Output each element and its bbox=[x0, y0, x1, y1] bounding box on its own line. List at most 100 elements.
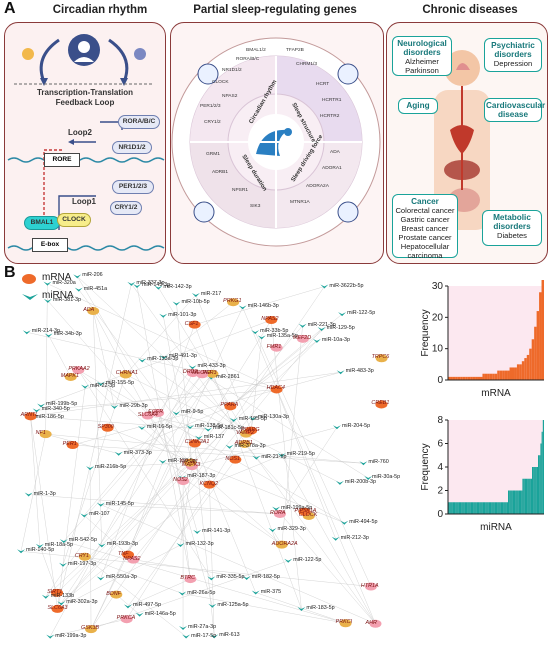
network-edge bbox=[78, 289, 195, 444]
frequency-bar bbox=[481, 502, 483, 514]
network-edge bbox=[271, 320, 302, 609]
mrna-label: HTR1A bbox=[360, 582, 379, 589]
frequency-bar bbox=[452, 376, 456, 380]
mirna-node bbox=[32, 408, 41, 413]
mirna-node bbox=[207, 576, 216, 581]
mirna-label: miR-483-3p bbox=[345, 368, 374, 375]
y-tick-label: 10 bbox=[432, 344, 444, 355]
frequency-bar bbox=[489, 373, 493, 380]
network-edge bbox=[126, 418, 254, 620]
diseases-title: Chronic diseases bbox=[422, 4, 518, 16]
mirna-label: miR-329-3p bbox=[277, 525, 306, 532]
network-edge bbox=[50, 372, 194, 637]
mirna-node bbox=[158, 459, 167, 464]
frequency-bar bbox=[504, 370, 508, 380]
legend-mrna: mRNA bbox=[42, 272, 72, 283]
mrna-label: MAPK1 bbox=[60, 372, 79, 379]
frequency-bar bbox=[536, 467, 538, 514]
frequency-bar bbox=[493, 502, 495, 514]
frequency-bar bbox=[479, 502, 481, 514]
mrna-label: NOS2 bbox=[173, 477, 188, 484]
y-tick-label: 2 bbox=[437, 486, 443, 497]
mrna-label: FMR1 bbox=[266, 343, 282, 350]
bed-icon bbox=[337, 201, 359, 223]
network-edge bbox=[125, 294, 196, 375]
mirna-label: miR-216b-5p bbox=[95, 464, 127, 471]
mirna-node bbox=[312, 338, 321, 343]
mrna-label: PER3 bbox=[202, 369, 217, 376]
mirna-node bbox=[268, 527, 277, 532]
network-edge bbox=[127, 459, 236, 607]
mrna-label: PRKG1 bbox=[223, 298, 242, 305]
cry-protein: CRY1/2 bbox=[110, 201, 142, 215]
frequency-bar bbox=[506, 502, 508, 514]
frequency-bar bbox=[476, 502, 478, 514]
mirna-node bbox=[59, 539, 68, 544]
network-edge bbox=[78, 369, 345, 523]
network-edge bbox=[275, 508, 376, 624]
mrna-label: ARNTL bbox=[20, 412, 39, 419]
mirna-node bbox=[137, 425, 146, 430]
gene-npsr1: NPSR1 bbox=[232, 188, 248, 193]
mrna-node bbox=[273, 509, 286, 518]
mirna-node bbox=[320, 284, 329, 289]
frequency-bar bbox=[448, 376, 451, 380]
frequency-bar bbox=[508, 490, 510, 514]
network-edge bbox=[127, 578, 191, 607]
frequency-bar bbox=[462, 376, 466, 380]
mirna-node bbox=[127, 281, 136, 286]
mirna-label: miR-129-5p bbox=[326, 325, 355, 331]
network-edge bbox=[61, 484, 210, 604]
mirna-node bbox=[188, 365, 197, 370]
neuro-head: Neurological disorders bbox=[397, 39, 447, 57]
panel-a-letter: A bbox=[4, 0, 16, 17]
mirna-node bbox=[110, 404, 119, 409]
mrna-node bbox=[152, 409, 165, 418]
mirna-node bbox=[359, 461, 368, 466]
mirna-node bbox=[59, 562, 68, 567]
gene-adora1: ADORA1 bbox=[322, 166, 342, 171]
frequency-bar bbox=[511, 490, 513, 514]
frequency-bar bbox=[524, 358, 527, 380]
gene-cry12: CRY1/2 bbox=[204, 120, 221, 125]
network-edge bbox=[116, 594, 140, 615]
mirna-label: miR-340-5p bbox=[41, 406, 70, 413]
frequency-bar bbox=[449, 502, 451, 514]
mrna-node bbox=[51, 604, 64, 613]
aging-head: Aging bbox=[406, 101, 430, 110]
mrna-label: DRD2 bbox=[182, 369, 198, 376]
mirna-label: miR-26a-5p bbox=[187, 589, 216, 596]
network-edge bbox=[176, 303, 193, 467]
y-tick-label: 4 bbox=[437, 462, 443, 473]
mirna-node bbox=[123, 604, 132, 609]
mirna-label: miR-132-3p bbox=[185, 540, 214, 547]
mirna-node bbox=[17, 549, 26, 554]
mirna-node bbox=[46, 634, 55, 639]
gene-ada: ADA bbox=[330, 150, 340, 155]
mrna-label: TRPC6 bbox=[371, 354, 390, 361]
frequency-bar bbox=[499, 502, 501, 514]
mirna-node bbox=[238, 305, 247, 310]
mrna-label: SLC6A4 bbox=[137, 411, 158, 418]
frequency-bar bbox=[485, 502, 487, 514]
moon-icon bbox=[134, 48, 146, 60]
frequency-bar bbox=[466, 502, 468, 514]
mrna-label: NF1 bbox=[35, 430, 46, 437]
mirna-label: miR-221-3p bbox=[307, 321, 336, 328]
frequency-bar bbox=[462, 502, 464, 514]
mrna-node bbox=[110, 590, 123, 599]
mrna-label: BDNF bbox=[106, 590, 121, 597]
mrna-node bbox=[270, 343, 283, 352]
network-edge bbox=[163, 315, 193, 467]
frequency-bar bbox=[468, 502, 470, 514]
network-edge bbox=[157, 367, 193, 414]
mrna-node bbox=[101, 423, 114, 432]
mirna-label: miR-22-3p bbox=[90, 382, 116, 389]
mrna-label: ADA bbox=[83, 307, 95, 314]
mirna-node bbox=[298, 323, 307, 328]
gene-per123: PER1/2/3 bbox=[200, 104, 221, 109]
network-edge bbox=[209, 454, 282, 485]
mrna-node bbox=[203, 480, 216, 489]
network-edge bbox=[131, 283, 376, 624]
